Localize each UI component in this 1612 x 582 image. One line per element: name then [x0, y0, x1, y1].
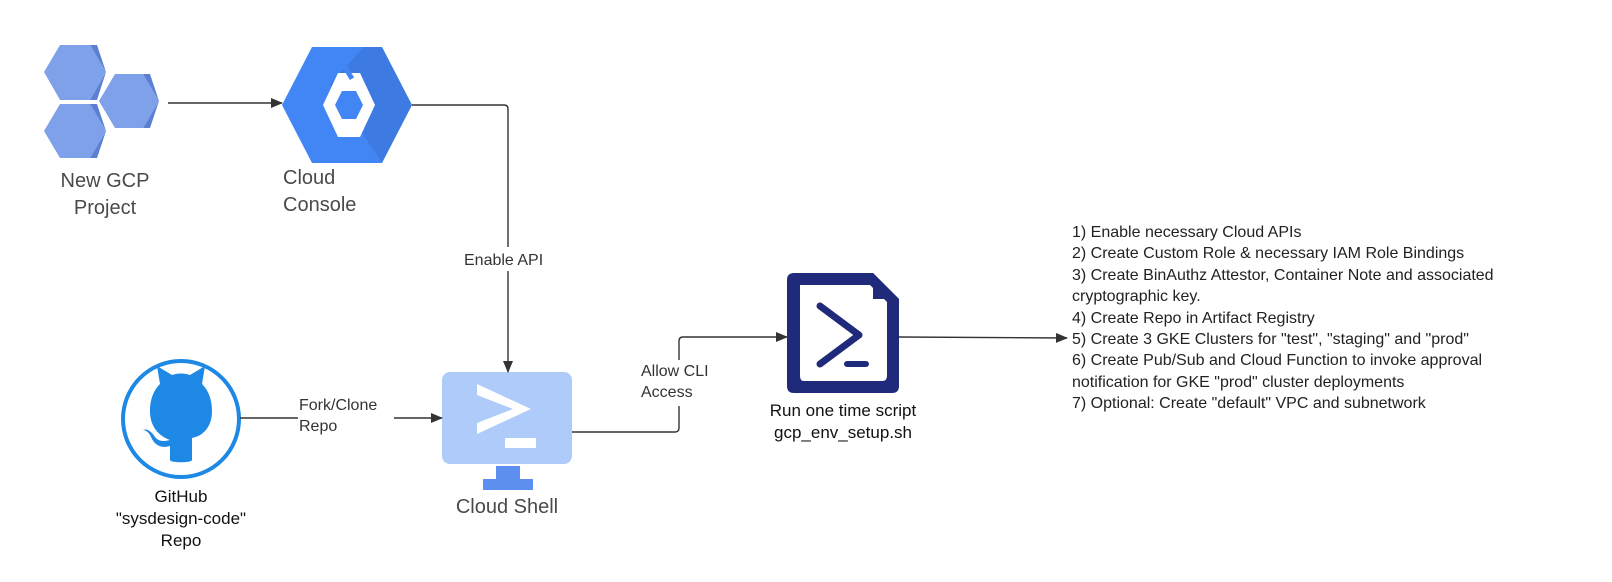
script-label-line2: gcp_env_setup.sh: [774, 423, 912, 442]
cloud-console-icon: [282, 47, 412, 163]
step-line: 3) Create BinAuthz Attestor, Container N…: [1072, 266, 1494, 284]
gcp-project-label: New GCP Project: [45, 168, 165, 222]
step-line: 7) Optional: Create "default" VPC and su…: [1072, 395, 1426, 413]
cloud-console-label: Cloud Console: [283, 165, 356, 219]
github-label: GitHub "sysdesign-code" Repo: [101, 486, 261, 552]
edge-label-allow-cli-line1: Allow CLI: [641, 363, 709, 380]
step-line: 5) Create 3 GKE Clusters for "test", "st…: [1072, 331, 1469, 349]
script-label: Run one time script gcp_env_setup.sh: [753, 400, 933, 444]
cloud-shell-terminal-icon: [442, 372, 572, 490]
edge-label-fork-clone: Fork/Clone Repo: [299, 395, 377, 437]
cloud-shell-label: Cloud Shell: [455, 496, 559, 518]
edge-label-fork-clone-line2: Repo: [299, 418, 338, 435]
cloud-console-label-line1: Cloud: [283, 167, 336, 189]
setup-steps-list: 1) Enable necessary Cloud APIs 2) Create…: [1072, 222, 1494, 415]
terminal-script-file-icon: [787, 273, 899, 393]
github-octocat-icon: [121, 359, 241, 479]
github-label-line2: "sysdesign-code": [115, 509, 247, 528]
edge-label-allow-cli: Allow CLI Access: [641, 361, 709, 403]
github-label-line3: Repo: [160, 531, 202, 550]
github-label-line1: GitHub: [154, 487, 208, 506]
arrow-script-to-steps: [898, 332, 1068, 343]
gcp-project-label-line1: New GCP: [60, 170, 150, 192]
step-line: 2) Create Custom Role & necessary IAM Ro…: [1072, 245, 1465, 263]
edge-label-enable-api: Enable API: [464, 252, 544, 269]
edge-label-fork-clone-line1: Fork/Clone: [299, 397, 378, 414]
cloud-console-label-line2: Console: [283, 194, 357, 216]
step-line: cryptographic key.: [1072, 288, 1201, 306]
step-line: notification for GKE "prod" cluster depl…: [1072, 373, 1405, 391]
step-line: 6) Create Pub/Sub and Cloud Function to …: [1072, 352, 1483, 370]
script-label-line1: Run one time script: [769, 401, 917, 420]
arrow-console-to-shell: [412, 104, 513, 373]
gcp-project-label-line2: Project: [73, 197, 137, 219]
hexagons-icon: [44, 45, 159, 158]
edge-label-allow-cli-line2: Access: [641, 384, 693, 401]
step-line: 1) Enable necessary Cloud APIs: [1072, 224, 1302, 241]
step-line: 4) Create Repo in Artifact Registry: [1072, 309, 1315, 327]
